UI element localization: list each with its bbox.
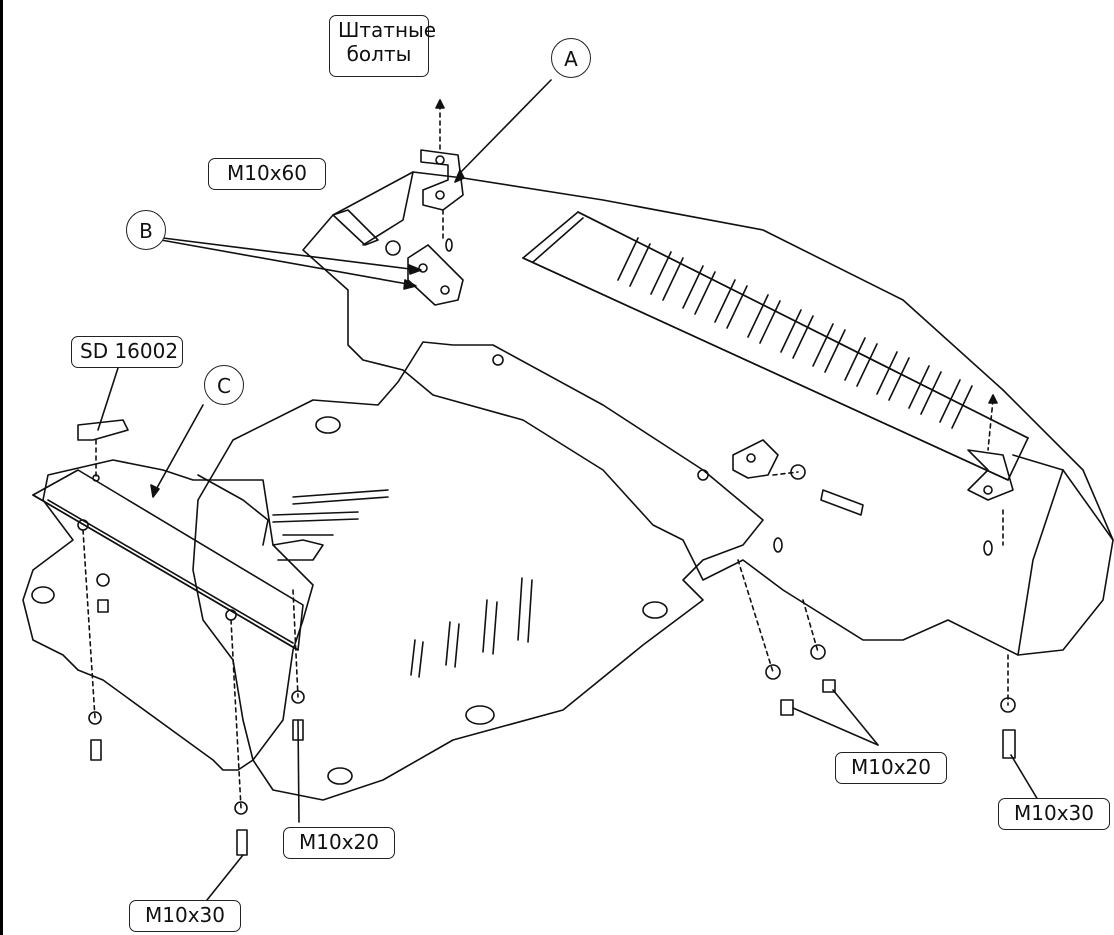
leader-arrowheads [150,169,465,498]
callout-b: B [126,210,166,250]
vent-slots [617,237,973,429]
bolt-m10x20-label-left: M10x20 [283,827,395,859]
stock-bolts-line1: Штатные [338,18,437,42]
assembly-lines [82,104,1009,809]
bolt-m10x60-label: M10x60 [208,158,326,190]
stock-bolts-label: Штатные болты [329,15,437,77]
callout-c: C [204,365,244,405]
bolt-m10x30-label-right: M10x30 [998,798,1110,830]
left-skid-plate [22,459,324,771]
bolt-m10x20-label-right: M10x20 [835,752,947,784]
stock-bolts-line2: болты [346,42,412,66]
callout-a: A [551,38,591,78]
assembly-drawing [22,79,1114,906]
brackets [77,149,1014,501]
leader-lines [97,79,1039,906]
front-skid-plate [302,171,1114,656]
middle-skid-plate [192,341,764,801]
fasteners [77,155,1016,856]
part-sd16002-label: SD 16002 [71,336,183,368]
arrowheads [435,99,998,404]
bolt-m10x30-label-left: M10x30 [129,900,241,932]
